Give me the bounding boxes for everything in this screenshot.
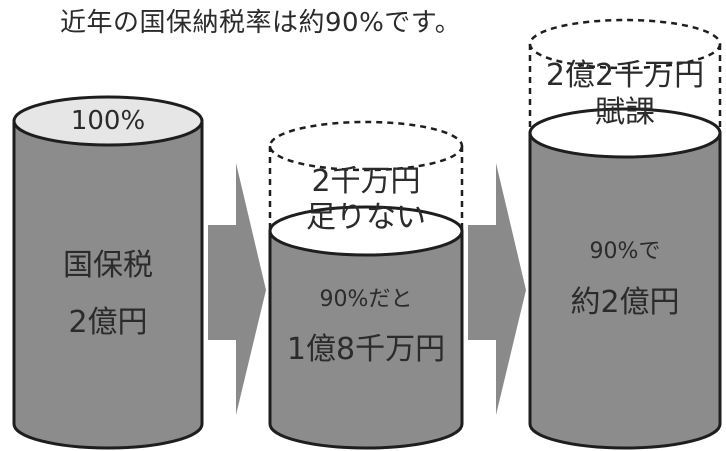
cylinder-3-levy-line1: 2億2千万円 [545,58,705,93]
cylinder-1-top-label: 100% [70,106,146,136]
cylinder-2-shortfall-line2: 足りない [306,200,426,235]
cylinder-1-body [12,119,204,450]
cylinder-3-body [528,131,722,450]
cylinder-3-label-line2: 約2億円 [570,285,680,320]
arrow-right-1 [208,163,266,415]
cylinder-3-levy-line2: 賦課 [595,95,655,130]
cylinder-2-level [268,205,464,257]
arrow-right-2 [468,163,526,415]
diagram-caption: 近年の国保納税率は約90%です。 [60,8,462,38]
cylinder-2-label-line1: 90%だと [319,287,413,312]
cylinder-1-top [12,95,204,147]
cylinder-1-label-line2: 2億円 [68,305,148,340]
cylinder-3-dashed-sides [528,44,722,133]
cylinder-2-dashed-top [268,120,464,172]
cylinder-2-body [268,229,464,450]
cylinder-3-label-line1: 90%で [589,239,661,264]
cylinder-levy [528,18,722,450]
cylinder-2-dashed-sides [268,146,464,231]
cylinder-1-label-line1: 国保税 [63,248,153,283]
cylinder-shortfall [268,120,464,450]
cylinder-2-label-line2: 1億8千万円 [286,332,446,367]
cylinder-3-dashed-top [528,18,722,70]
cylinder-2-shortfall-line1: 2千万円 [311,164,421,199]
cylinder-full [12,95,204,450]
cylinder-3-level [528,107,722,159]
